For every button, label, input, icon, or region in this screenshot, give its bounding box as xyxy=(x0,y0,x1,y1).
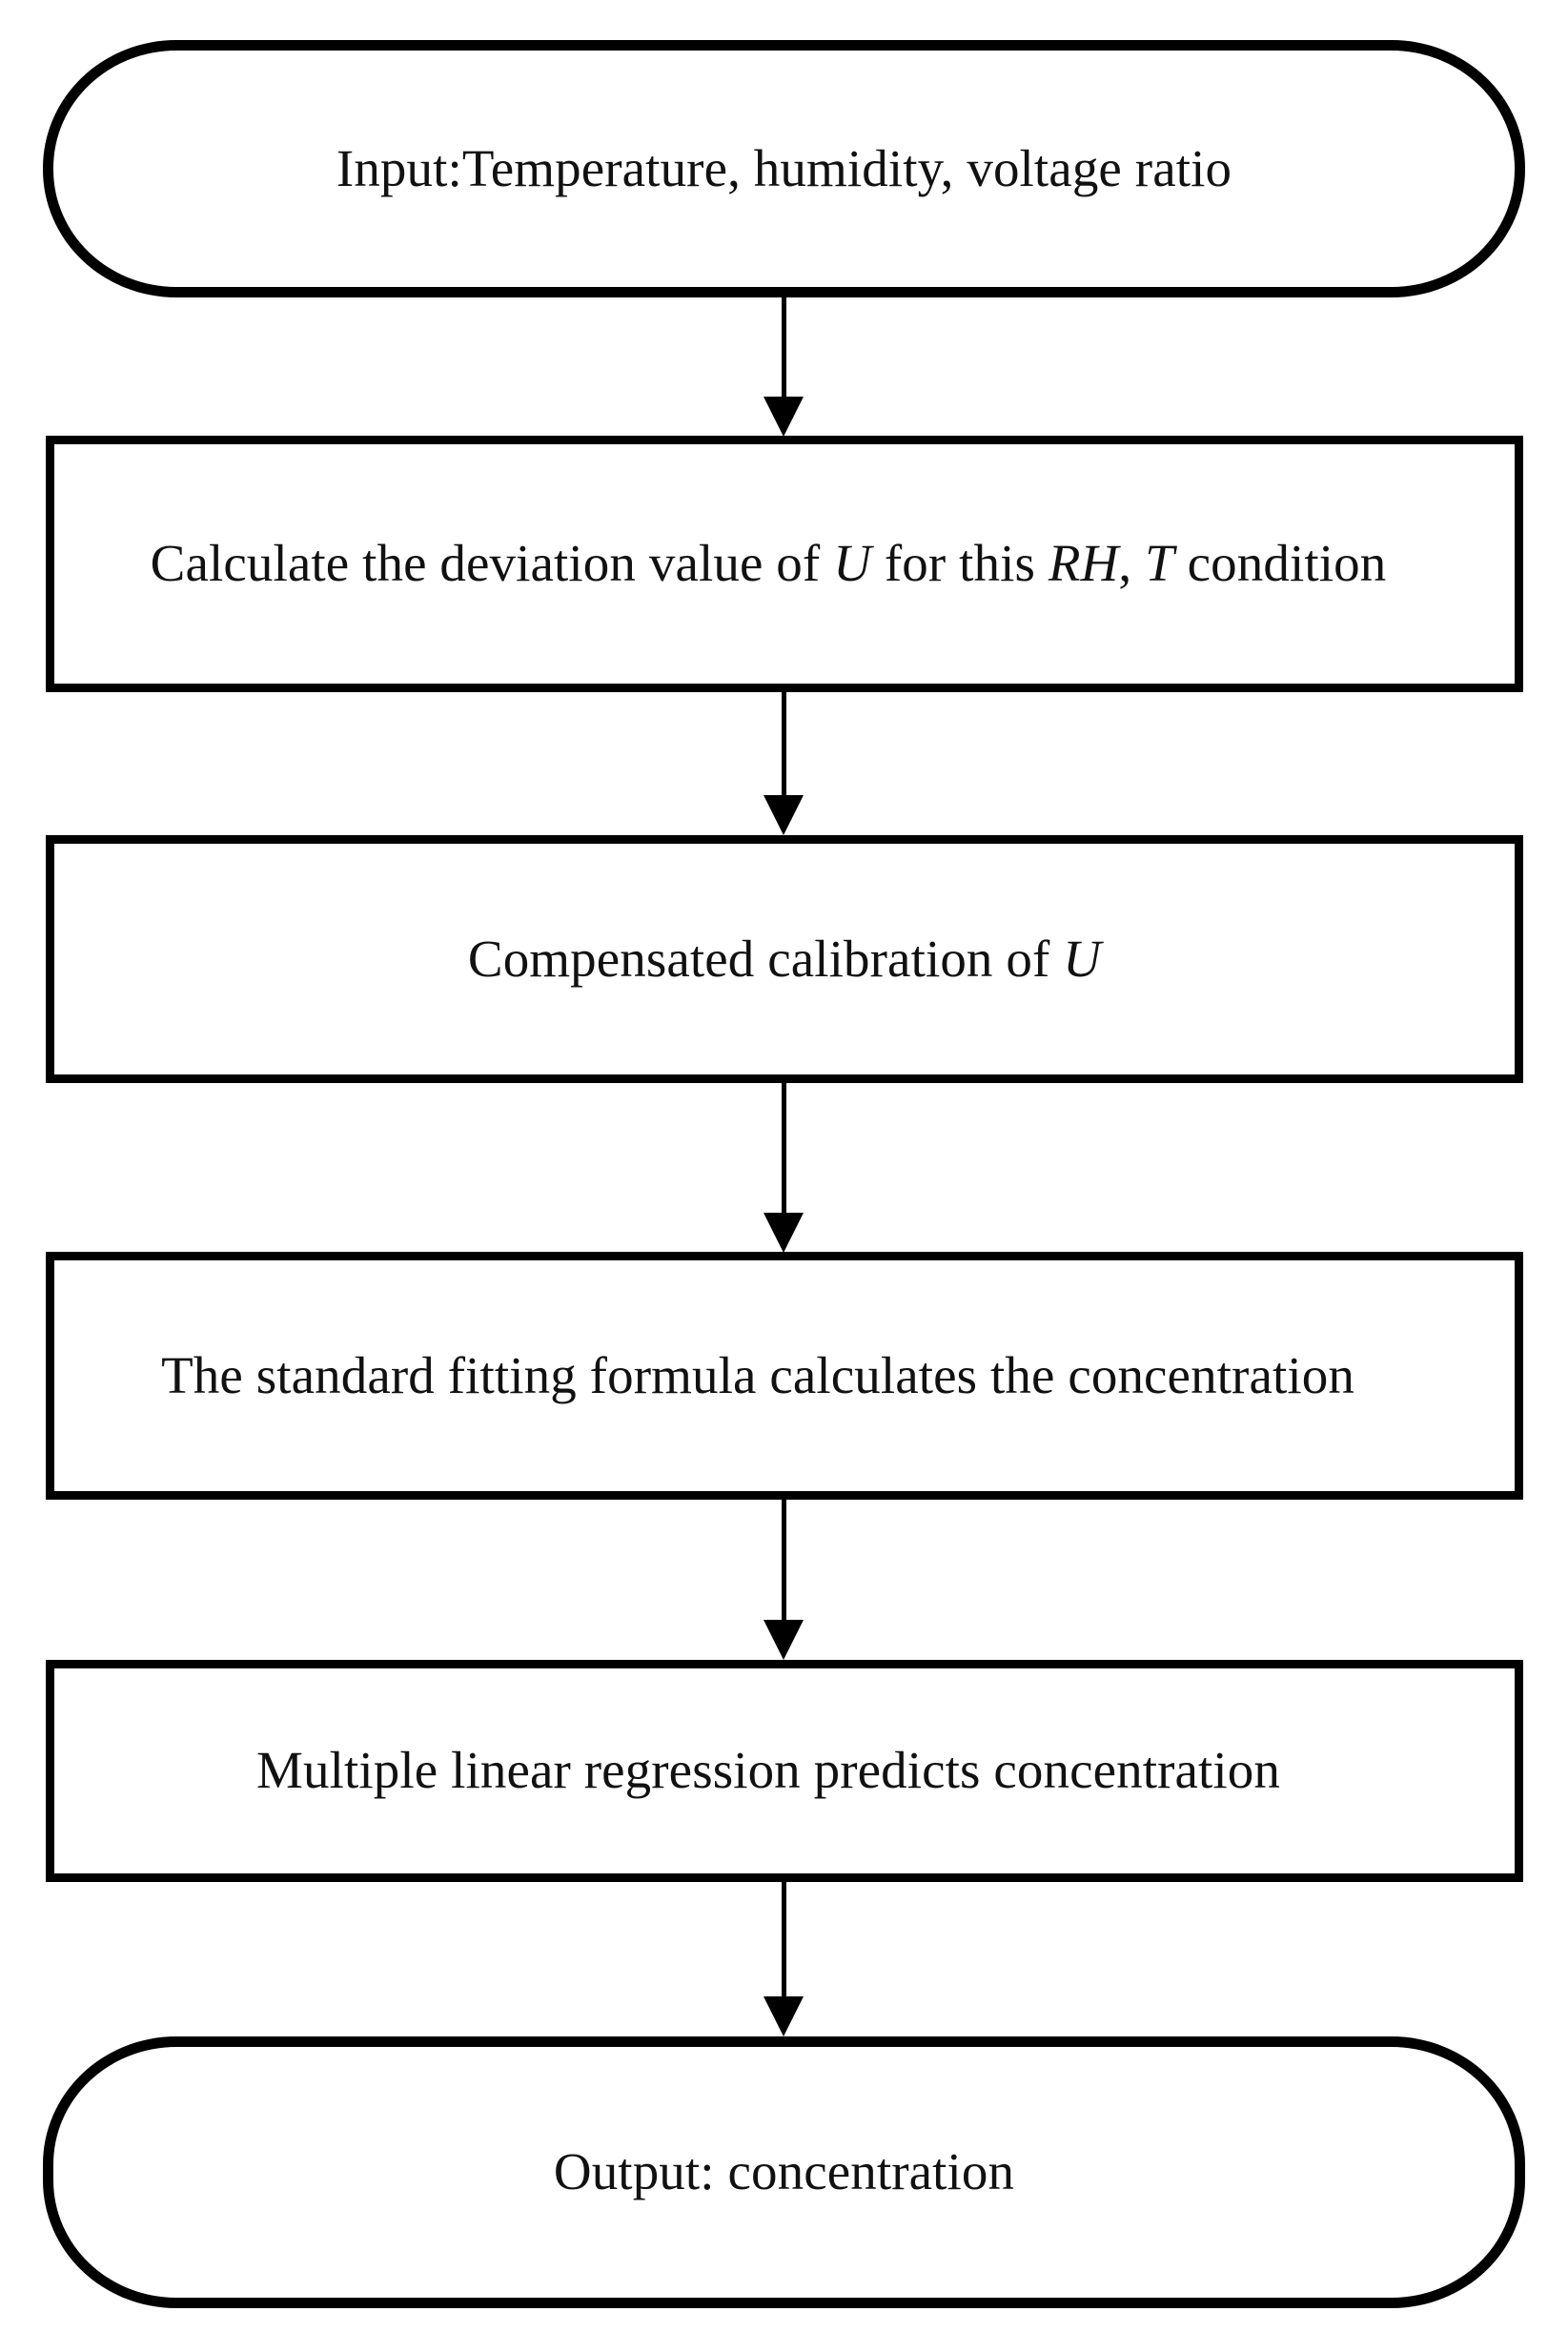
italic-symbol: U xyxy=(833,534,872,593)
arrowhead-down-icon xyxy=(764,1620,804,1660)
node-standard-fitting-formula-label: The standard fitting formula calculates … xyxy=(161,1345,1354,1404)
node-multiple-linear-regression[interactable]: Multiple linear regression predicts conc… xyxy=(46,1660,1523,1882)
edge-stem xyxy=(781,1083,786,1213)
node-calculate-deviation[interactable]: Calculate the deviation value of U for t… xyxy=(46,436,1523,692)
arrowhead-down-icon xyxy=(764,397,804,437)
arrowhead-down-icon xyxy=(764,1213,804,1253)
node-calculate-deviation-label: Calculate the deviation value of U for t… xyxy=(150,534,1387,593)
edge-stem xyxy=(781,692,786,795)
node-input[interactable]: Input:Temperature, humidity, voltage rat… xyxy=(43,40,1525,297)
node-input-label: Input:Temperature, humidity, voltage rat… xyxy=(336,138,1232,197)
node-compensated-calibration-label: Compensated calibration of U xyxy=(467,929,1102,988)
italic-symbol: RH xyxy=(1048,534,1119,593)
edge-deviation-to-calibration xyxy=(763,692,804,835)
node-output[interactable]: Output: concentration xyxy=(43,2036,1525,2308)
node-compensated-calibration[interactable]: Compensated calibration of U xyxy=(46,835,1523,1083)
arrowhead-down-icon xyxy=(764,795,804,835)
italic-symbol: T xyxy=(1145,534,1174,593)
edge-stem xyxy=(781,1500,786,1620)
edge-fitting-to-regression xyxy=(763,1500,804,1660)
node-standard-fitting-formula[interactable]: The standard fitting formula calculates … xyxy=(46,1252,1523,1500)
arrowhead-down-icon xyxy=(764,1996,804,2036)
edge-calibration-to-fitting xyxy=(763,1083,804,1253)
italic-symbol: U xyxy=(1063,929,1102,988)
node-output-label: Output: concentration xyxy=(553,2142,1015,2201)
edge-input-to-deviation xyxy=(763,297,804,437)
edge-regression-to-output xyxy=(763,1882,804,2036)
node-multiple-linear-regression-label: Multiple linear regression predicts conc… xyxy=(256,1741,1280,1800)
edge-stem xyxy=(781,1882,786,1996)
edge-stem xyxy=(781,297,786,397)
